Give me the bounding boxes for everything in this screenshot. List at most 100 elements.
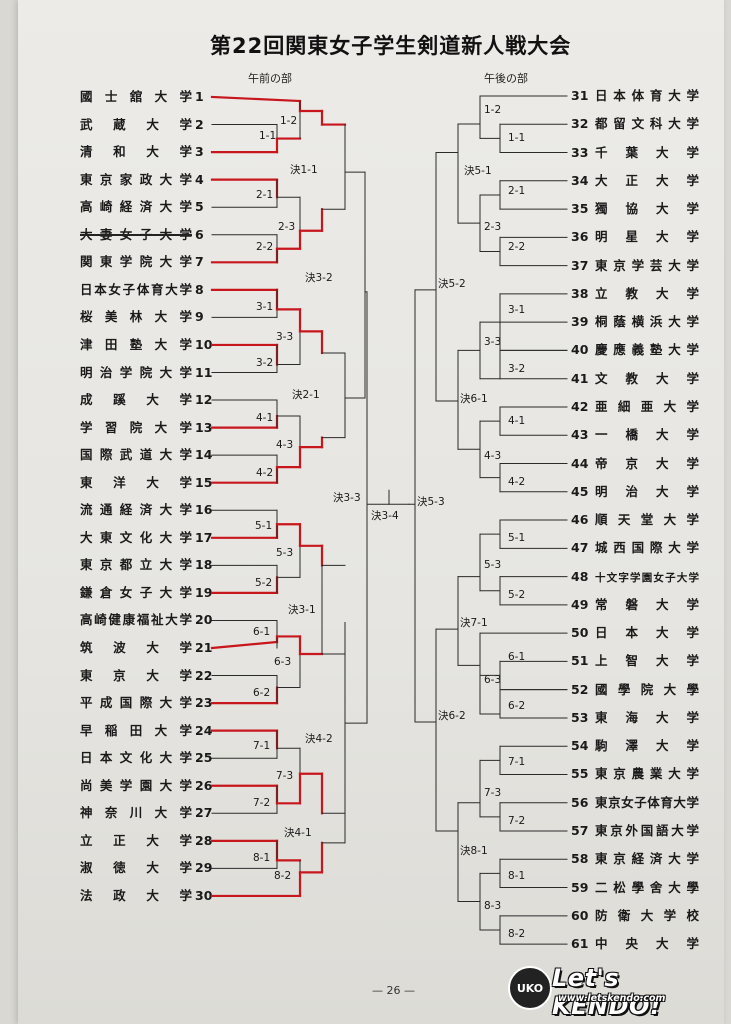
team-number: 28: [195, 832, 213, 848]
match-label: 4-2: [256, 466, 274, 479]
team-number: 16: [195, 502, 213, 518]
match-label: 7-2: [253, 797, 271, 810]
team-name: 國學院大學: [595, 681, 699, 697]
team-number: 29: [195, 860, 213, 876]
match-label: 2-1: [508, 184, 526, 197]
team-number: 56: [571, 794, 589, 810]
match-label: 決4-1: [284, 826, 312, 839]
team-name: 駒澤大学: [595, 738, 699, 754]
team-number: 45: [571, 483, 589, 499]
match-label: 決5-3: [417, 496, 445, 509]
match-label: 4-2: [508, 475, 526, 488]
team-name: 高崎健康福祉大学: [80, 612, 192, 628]
team-name: 流通経済大学: [80, 502, 192, 518]
team-number: 52: [571, 681, 589, 697]
team-number: 36: [571, 229, 589, 245]
match-label: 5-3: [484, 558, 502, 571]
match-label: 6-2: [253, 687, 271, 700]
match-label: 決3-2: [305, 271, 333, 284]
match-label: 4-1: [256, 411, 274, 424]
team-number: 27: [195, 805, 213, 821]
team-name: 亜細亜大学: [595, 398, 699, 414]
match-label: 3-1: [508, 304, 526, 317]
match-label: 1-1: [508, 132, 526, 145]
team-name: 国際武道大学: [80, 447, 192, 463]
team-name: 日本大学: [595, 625, 699, 641]
team-name: 東洋大学: [80, 474, 192, 490]
team-number: 59: [571, 879, 589, 895]
team-name: 大妻女子大学: [80, 226, 192, 242]
page-title: 第22回関東女子学生剣道新人戦大会: [210, 34, 572, 58]
team-number: 24: [195, 722, 213, 738]
team-number: 3: [195, 144, 204, 160]
team-name: 神奈川大学: [80, 805, 192, 821]
match-label: 5-2: [508, 588, 526, 601]
team-number: 55: [571, 766, 589, 782]
team-name: 淑徳大学: [80, 860, 192, 876]
match-label: 2-3: [484, 221, 502, 234]
team-number: 61: [571, 936, 589, 952]
team-name: 尚美学園大学: [80, 777, 192, 793]
team-name: 國士舘大学: [80, 89, 192, 104]
team-number: 5: [195, 199, 204, 215]
team-number: 54: [571, 738, 589, 754]
team-name: 東海大学: [595, 709, 699, 725]
match-label: 7-3: [484, 786, 502, 799]
match-label: 8-3: [484, 899, 502, 912]
match-label: 1-2: [484, 104, 502, 117]
logo-wordmark: Let's KENDO!: [552, 964, 662, 1020]
team-name: 明治大学: [595, 483, 699, 499]
team-name: 明治学院大学: [80, 364, 192, 380]
logo-url: www.letskendo.com: [558, 993, 666, 1004]
team-name: 平成国際大学: [80, 695, 192, 711]
team-name: 鎌倉女子大学: [80, 584, 192, 600]
team-number: 43: [571, 427, 589, 443]
match-label: 7-3: [276, 769, 294, 782]
team-entry: 36 明星大学: [571, 228, 699, 246]
team-name: 清和大学: [80, 144, 192, 160]
bracket-sheet: [18, 0, 724, 1024]
team-name: 東京学芸大学: [595, 257, 699, 273]
match-label: 決2-1: [292, 389, 320, 402]
match-label: 決3-1: [288, 604, 316, 617]
match-label: 4-3: [484, 449, 502, 462]
match-label: 5-2: [255, 576, 273, 589]
team-number: 10: [195, 336, 213, 352]
team-name: 明星大学: [595, 229, 699, 245]
team-name: 東京都立大学: [80, 557, 192, 573]
team-name: 日本体育大学: [595, 88, 699, 103]
team-number: 6: [195, 226, 204, 242]
match-label: 決6-1: [460, 392, 488, 405]
letskendo-logo: UKO Let's KENDO! www.letskendo.com: [506, 962, 721, 1020]
match-label: 3-3: [484, 336, 502, 349]
team-number: 12: [195, 392, 213, 408]
page-number: — 26 —: [372, 984, 415, 997]
team-entry: 45 明治大学: [571, 483, 699, 501]
team-number: 20: [195, 612, 213, 628]
match-label: 7-1: [253, 740, 271, 753]
match-label: 6-1: [253, 626, 271, 638]
team-number: 21: [195, 640, 213, 655]
